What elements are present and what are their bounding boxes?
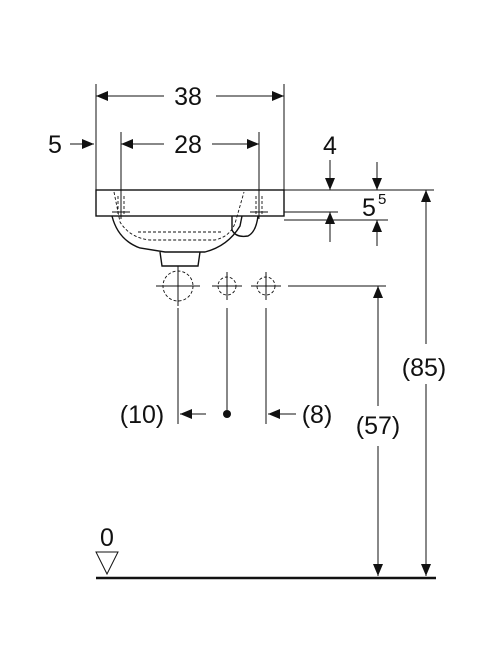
dimension-width-inner bbox=[120, 132, 260, 205]
floor-level-marker bbox=[95, 551, 119, 576]
label-offset-left: 5 bbox=[48, 131, 62, 159]
dimension-depth bbox=[284, 162, 388, 246]
label-floor-level: 0 bbox=[100, 524, 114, 552]
label-width-overall: 38 bbox=[174, 83, 202, 111]
label-offset-supply-right: (8) bbox=[302, 401, 333, 429]
label-offset-supply-left: (10) bbox=[120, 401, 164, 429]
label-width-inner: 28 bbox=[174, 131, 202, 159]
dimension-rim-height bbox=[284, 160, 388, 242]
label-depth-sup: 5 bbox=[378, 191, 386, 208]
dimension-supply-offsets bbox=[177, 308, 296, 424]
dimension-height-supply bbox=[373, 286, 383, 576]
label-height-supply: (57) bbox=[356, 412, 400, 440]
basin-outline bbox=[95, 189, 285, 267]
label-depth-base: 5 bbox=[362, 194, 376, 222]
label-height-total: (85) bbox=[402, 354, 446, 382]
dimension-width-overall bbox=[95, 84, 285, 190]
supply-connection-symbols bbox=[156, 266, 386, 306]
dimension-height-total bbox=[388, 189, 434, 576]
label-rim-height: 4 bbox=[323, 132, 337, 160]
dimension-offset-left bbox=[70, 139, 94, 149]
